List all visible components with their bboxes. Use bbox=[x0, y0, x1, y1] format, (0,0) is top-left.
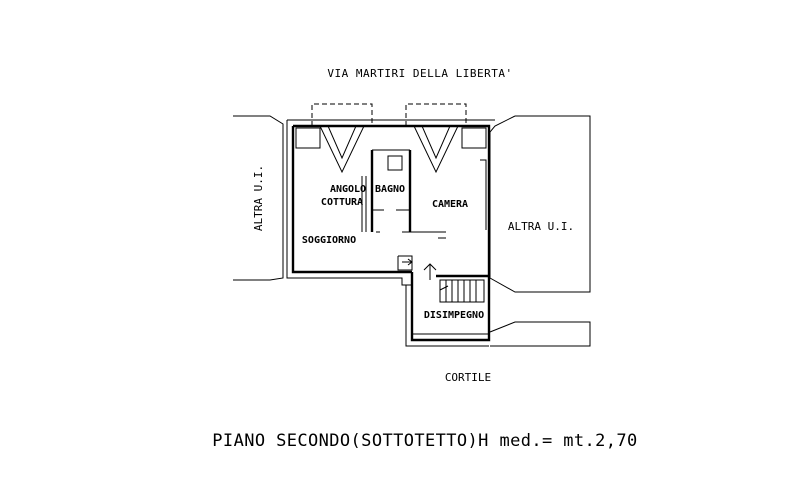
roof-dormer-right bbox=[405, 103, 467, 126]
exterior-walls bbox=[286, 119, 495, 347]
dormer-funnel-right bbox=[413, 125, 487, 174]
neighbor-label-right: ALTRA U.I. bbox=[508, 220, 574, 233]
room-label-camera: CAMERA bbox=[432, 199, 468, 210]
bathroom-walls bbox=[370, 149, 412, 233]
room-label-bagno: BAGNO bbox=[375, 184, 405, 195]
street-label: VIA MARTIRI DELLA LIBERTA' bbox=[327, 67, 512, 80]
neighbor-left-unit bbox=[233, 115, 284, 281]
courtyard-label: CORTILE bbox=[445, 371, 491, 384]
room-label-angolo: ANGOLO bbox=[330, 184, 366, 195]
staircase bbox=[439, 279, 485, 303]
neighbor-label-left: ALTRA U.I. bbox=[252, 165, 265, 231]
neighbor-right-unit bbox=[489, 115, 591, 347]
room-label-soggiorno: SOGGIORNO bbox=[302, 235, 356, 246]
drawing-title: PIANO SECONDO(SOTTOTETTO)H med.= mt.2,70 bbox=[212, 431, 637, 451]
camera-partition bbox=[410, 159, 487, 239]
roof-dormer-left bbox=[311, 103, 373, 126]
room-label-cottura: COTTURA bbox=[321, 197, 363, 208]
room-label-disimpegno: DISIMPEGNO bbox=[424, 310, 484, 321]
entry-stair bbox=[397, 255, 437, 280]
kitchen-counter bbox=[361, 176, 367, 232]
dormer-funnel-left bbox=[295, 125, 365, 174]
